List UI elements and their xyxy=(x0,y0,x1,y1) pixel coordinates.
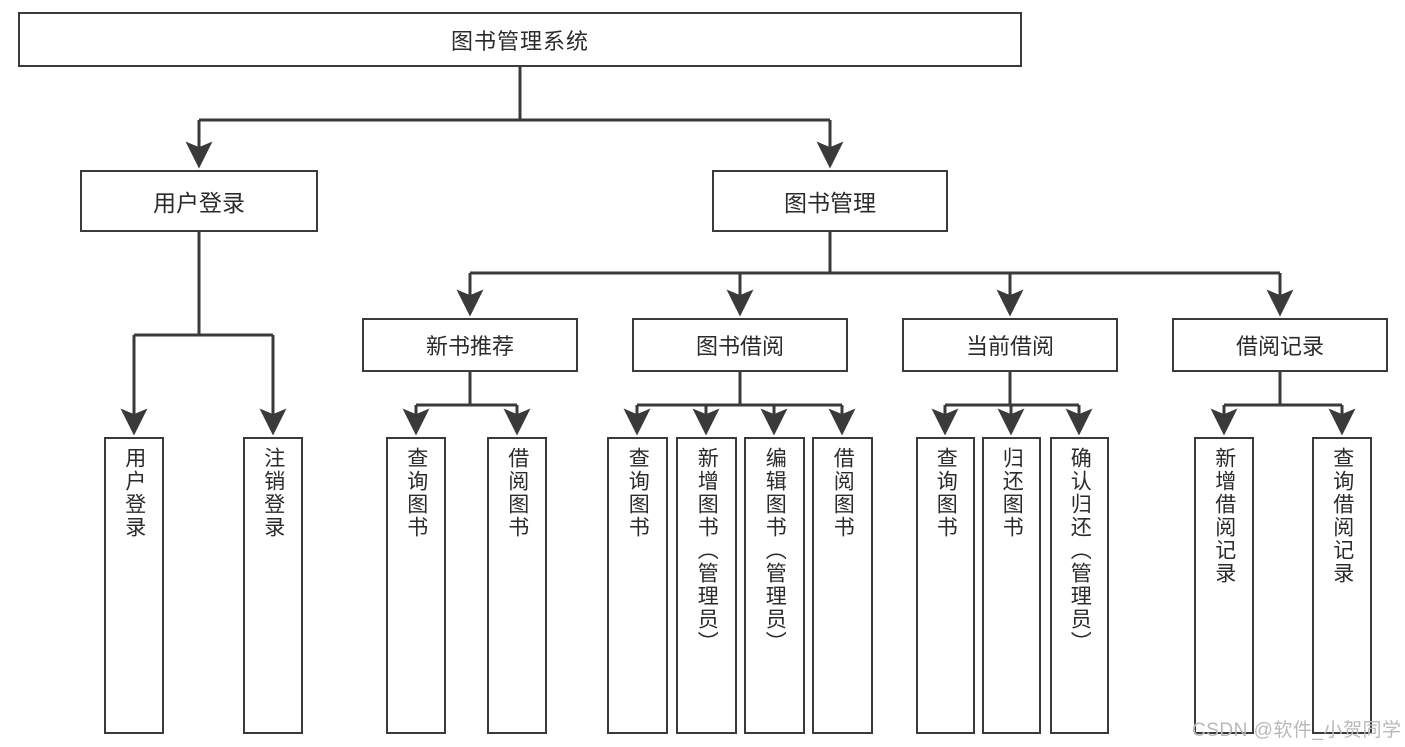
node-label: 编辑图书（管理员） xyxy=(763,447,787,654)
leaf-query-book-borrow[interactable]: 查询图书 xyxy=(607,437,668,734)
node-label: 用户登录 xyxy=(153,190,245,216)
leaf-return-book[interactable]: 归还图书 xyxy=(982,437,1041,734)
csdn-watermark: CSDN @软件_小贺同学 xyxy=(1192,720,1402,741)
node-user-login[interactable]: 用户登录 xyxy=(80,170,318,232)
node-new-book-recommend[interactable]: 新书推荐 xyxy=(362,318,578,372)
node-label: 图书管理 xyxy=(784,190,876,216)
leaf-borrow-book[interactable]: 借阅图书 xyxy=(812,437,873,734)
node-borrow-record[interactable]: 借阅记录 xyxy=(1172,318,1388,372)
node-label: 查询借阅记录 xyxy=(1330,447,1354,585)
node-root-system[interactable]: 图书管理系统 xyxy=(18,12,1022,67)
node-label: 借阅图书 xyxy=(831,447,855,539)
leaf-query-book-current[interactable]: 查询图书 xyxy=(916,437,975,734)
node-label: 新增图书（管理员） xyxy=(695,447,719,654)
node-label: 新增借阅记录 xyxy=(1212,447,1236,585)
node-label: 归还图书 xyxy=(1000,447,1024,539)
leaf-query-book-recommend[interactable]: 查询图书 xyxy=(386,437,446,734)
node-current-borrow[interactable]: 当前借阅 xyxy=(902,318,1118,372)
leaf-confirm-return-admin[interactable]: 确认归还（管理员） xyxy=(1050,437,1109,734)
node-book-borrow[interactable]: 图书借阅 xyxy=(632,318,848,372)
leaf-add-book-admin[interactable]: 新增图书（管理员） xyxy=(676,437,737,734)
node-label: 借阅图书 xyxy=(505,447,529,539)
node-label: 确认归还（管理员） xyxy=(1068,447,1092,654)
node-label: 查询图书 xyxy=(934,447,958,539)
leaf-add-borrow-record[interactable]: 新增借阅记录 xyxy=(1194,437,1254,734)
node-label: 图书管理系统 xyxy=(450,28,589,54)
leaf-borrow-book-recommend[interactable]: 借阅图书 xyxy=(487,437,547,734)
node-label: 注销登录 xyxy=(261,447,285,539)
node-label: 新书推荐 xyxy=(425,334,514,359)
leaf-edit-book-admin[interactable]: 编辑图书（管理员） xyxy=(744,437,805,734)
node-label: 图书借阅 xyxy=(695,334,784,359)
node-label: 借阅记录 xyxy=(1235,334,1324,359)
node-book-management[interactable]: 图书管理 xyxy=(712,170,948,232)
leaf-user-login[interactable]: 用户登录 xyxy=(104,437,164,734)
leaf-query-borrow-record[interactable]: 查询借阅记录 xyxy=(1312,437,1372,734)
node-label: 查询图书 xyxy=(626,447,650,539)
node-label: 用户登录 xyxy=(122,447,146,539)
node-label: 查询图书 xyxy=(404,447,428,539)
node-label: 当前借阅 xyxy=(965,334,1054,359)
leaf-logout[interactable]: 注销登录 xyxy=(243,437,303,734)
